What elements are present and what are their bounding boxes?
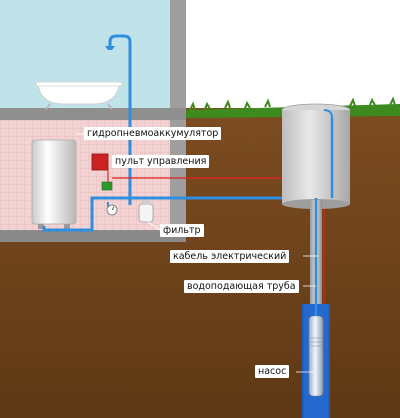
well-caisson <box>281 103 351 209</box>
riser-pipe <box>314 118 334 318</box>
label-control-panel: пульт управления <box>112 155 210 168</box>
pressure-gauge <box>106 204 118 216</box>
foundation <box>0 230 186 242</box>
label-filter: фильтр <box>160 224 204 237</box>
label-pump: насос <box>255 365 290 378</box>
water-pipe-house <box>42 196 332 232</box>
control-panel-box <box>91 153 109 171</box>
bathtub <box>35 81 123 110</box>
label-accumulator: гидропневмоаккумулятор <box>84 127 222 140</box>
leader-filter <box>147 221 161 231</box>
hydro-accumulator-tank <box>31 139 77 229</box>
shower-pipe <box>108 34 132 205</box>
label-cable: кабель электрический <box>170 250 290 263</box>
floor-slab <box>0 108 186 120</box>
label-pipe: водоподающая труба <box>184 280 299 293</box>
shower-head <box>105 46 115 50</box>
water-filter <box>138 200 154 223</box>
submersible-pump <box>308 315 324 397</box>
pressure-switch <box>101 181 113 191</box>
